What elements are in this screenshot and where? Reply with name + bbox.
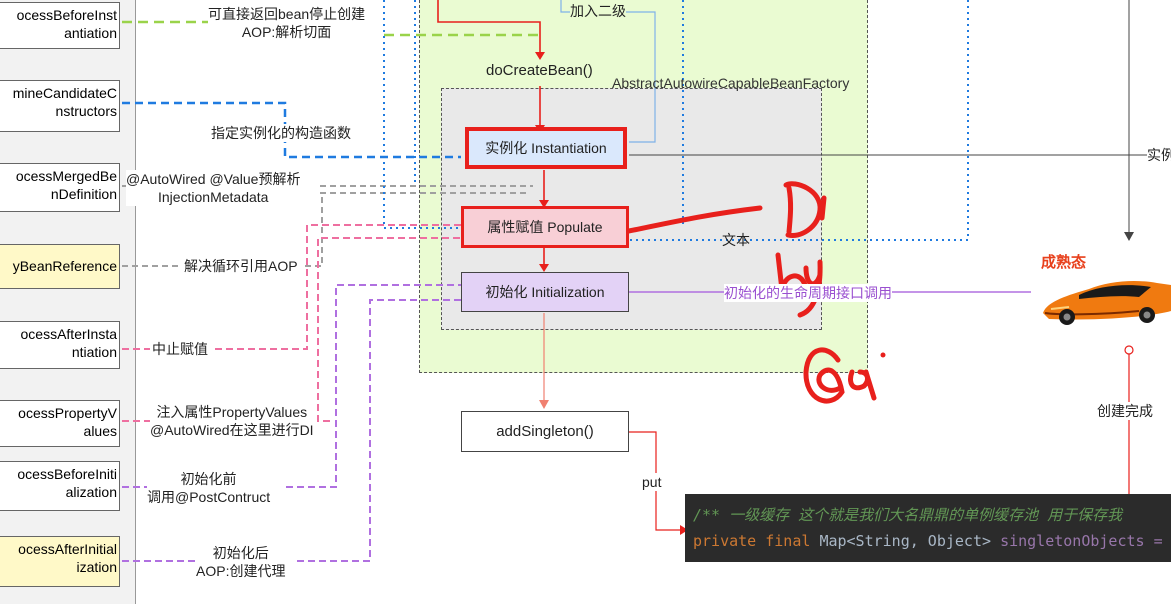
edge-label-put: put [642, 473, 662, 491]
edge-label-after-init: 初始化后 AOP:创建代理 [196, 544, 286, 580]
left-item-merged-bean-definition: ocessMergedBe nDefinition [0, 163, 120, 212]
left-item-property-values: ocessPropertyV alues [0, 400, 120, 447]
left-item-label: ocessBeforeIniti alization [17, 466, 117, 500]
edge-label-before-init: 初始化前 调用@PostContruct [147, 470, 271, 506]
left-item-label: mineCandidateC nstructors [12, 85, 117, 119]
node-factory-label: AbstractAutowireCapableBeanFactory [612, 75, 850, 91]
node-instantiation[interactable]: 实例化 Instantiation [465, 127, 627, 169]
edge-label-lifecycle: 初始化的生命周期接口调用 [724, 284, 892, 302]
edge-label-constructor: 指定实例化的构造函数 [211, 124, 351, 142]
code-type: Map<String, Object> [819, 532, 1001, 550]
code-snippet: /** 一级缓存 这个就是我们大名鼎鼎的单例缓存池 用于保存我 private … [685, 494, 1171, 562]
left-item-before-instantiation: ocessBeforeInst antiation [0, 2, 120, 49]
left-item-before-initialization: ocessBeforeIniti alization [0, 461, 120, 511]
node-populate[interactable]: 属性赋值 Populate [461, 206, 629, 248]
left-item-label: ocessAfterInsta ntiation [20, 326, 118, 360]
node-do-create-bean: doCreateBean() [486, 62, 593, 79]
edge-label-text: 文本 [722, 232, 750, 248]
left-item-label: yBeanReference [12, 258, 117, 274]
edge-label-circular-ref: 解决循环引用AOP [184, 257, 298, 275]
code-comment-line: /** 一级缓存 这个就是我们大名鼎鼎的单例缓存池 用于保存我 [693, 506, 1123, 524]
edge-label-stop-assign: 中止赋值 [152, 340, 208, 358]
edge-label-add-level2: 加入二级 [570, 2, 626, 20]
left-item-label: ocessBeforeInst antiation [16, 7, 117, 41]
mature-state-title: 成熟态 [1041, 254, 1087, 271]
sports-car-icon [1043, 281, 1171, 325]
edge-label-right-cut: 实例 [1147, 146, 1171, 164]
left-item-constructors: mineCandidateC nstructors [0, 80, 120, 132]
edge-label-preparse: @AutoWired @Value预解析 InjectionMetadata [126, 170, 301, 206]
node-populate-label: 属性赋值 Populate [487, 219, 603, 235]
left-item-label: ocessMergedBe nDefinition [15, 168, 117, 202]
left-item-early-bean-reference: yBeanReference [0, 244, 120, 289]
left-item-after-initialization: ocessAfterInitial ization [0, 536, 120, 587]
node-initialization-label: 初始化 Initialization [485, 284, 605, 300]
node-add-singleton[interactable]: addSingleton() [461, 411, 629, 452]
edge-label-inject-properties: 注入属性PropertyValues @AutoWired在这里进行DI [150, 403, 314, 439]
node-initialization[interactable]: 初始化 Initialization [461, 272, 629, 312]
code-declaration-line: private final Map<String, Object> single… [693, 528, 1171, 554]
mature-state-card: 成熟态 [1031, 243, 1171, 343]
node-instantiation-label: 实例化 Instantiation [485, 140, 607, 156]
left-item-after-instantiation: ocessAfterInsta ntiation [0, 321, 120, 369]
left-item-label: ocessPropertyV alues [18, 405, 117, 439]
code-keyword: private final [693, 532, 820, 550]
left-item-label: ocessAfterInitial ization [18, 541, 117, 575]
node-add-singleton-label: addSingleton() [496, 423, 594, 440]
code-field: singletonObjects = n [1000, 532, 1171, 550]
edge-label-return-bean: 可直接返回bean停止创建 AOP:解析切面 [208, 5, 366, 41]
edge-label-created: 创建完成 [1097, 402, 1153, 420]
